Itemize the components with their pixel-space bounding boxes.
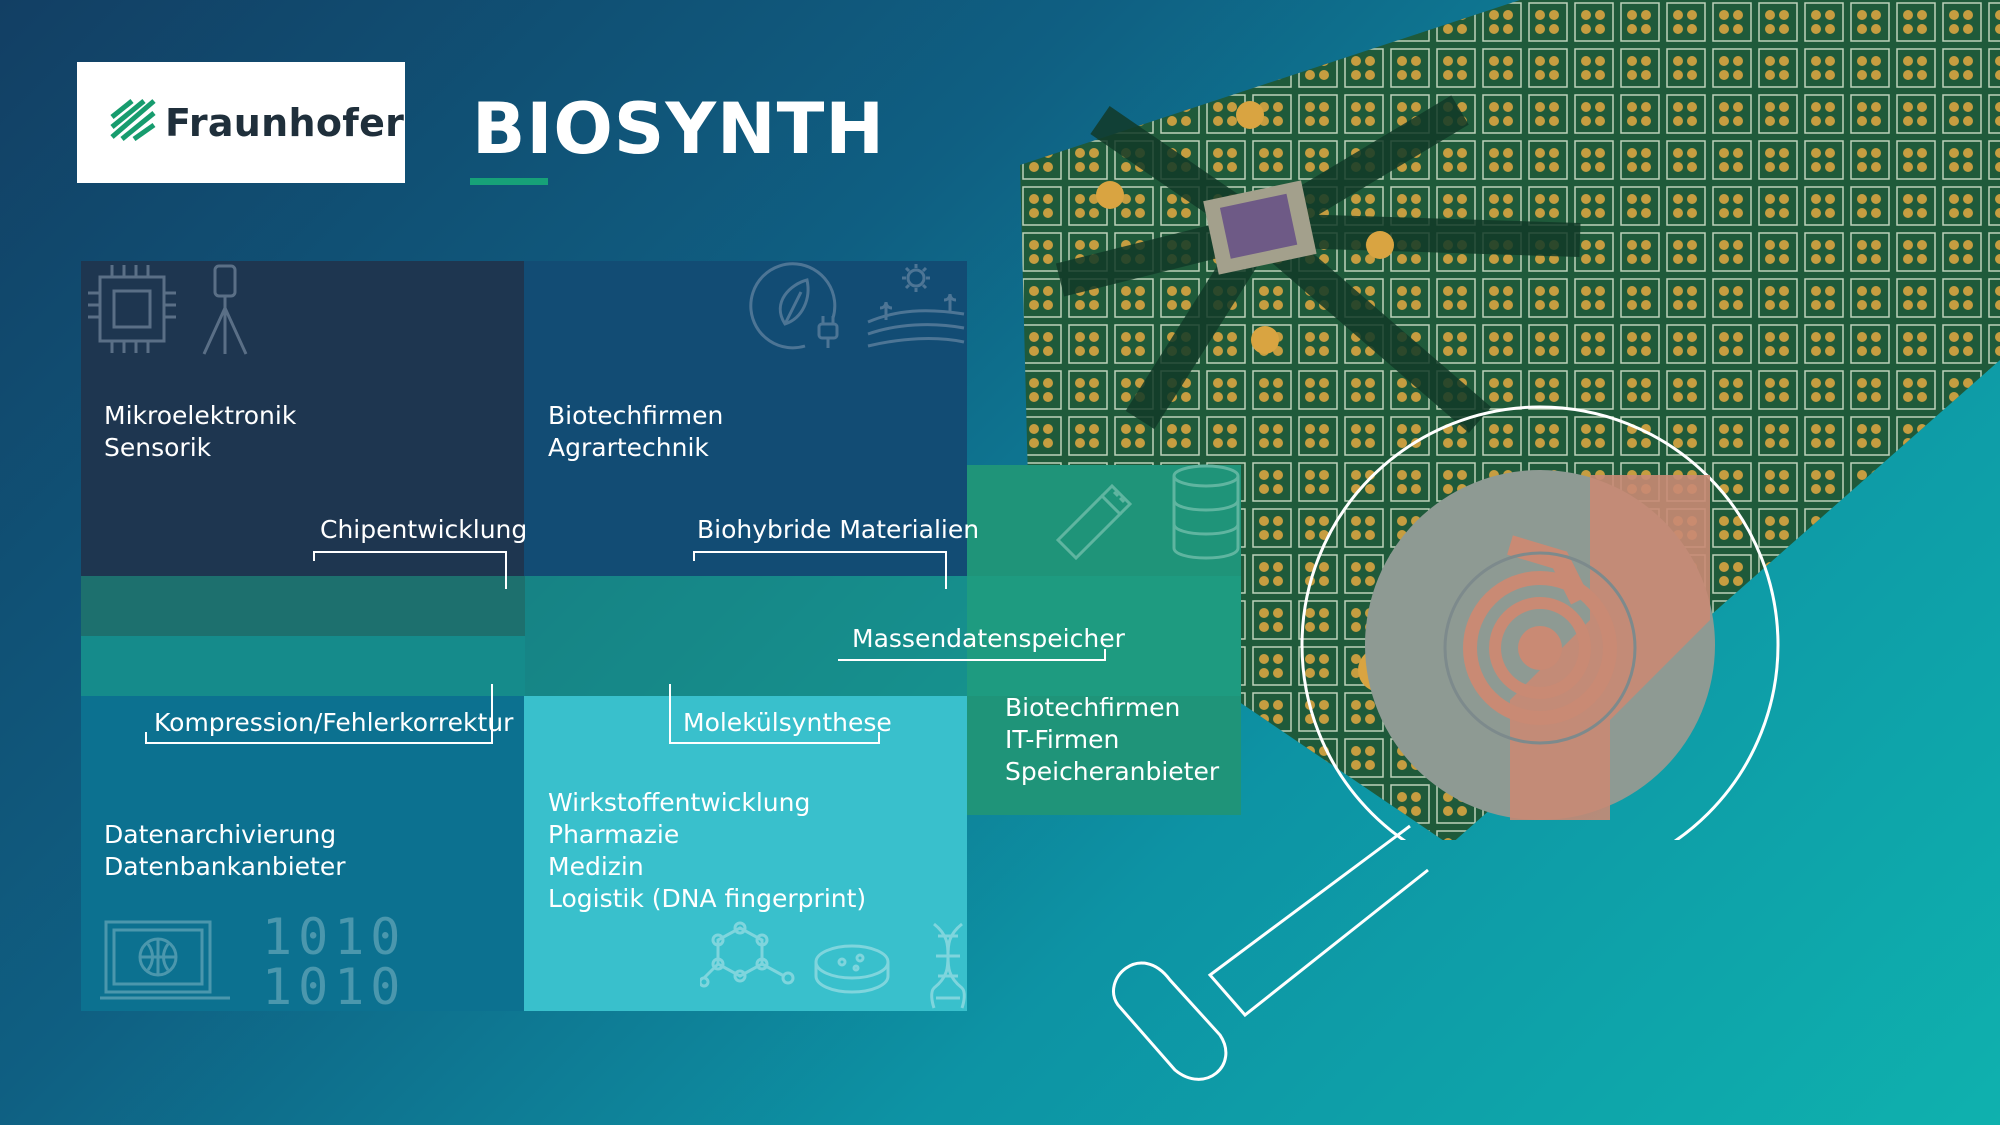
tile-line: Biotechfirmen [1005, 693, 1181, 722]
overlap-band [81, 576, 1241, 696]
tile-text-wirkstoffe: Wirkstoffentwicklung Pharmazie Medizin L… [548, 787, 866, 915]
binary-code-icon: 1010 1010 [262, 912, 406, 1012]
connector-line [669, 742, 880, 744]
connector-line [145, 732, 147, 744]
pcb-chip-photo [1020, 0, 2000, 885]
tile-line: Agrartechnik [548, 433, 709, 462]
connector-line [838, 659, 1106, 661]
tile-datenarchivierung [81, 636, 525, 1011]
tile-line: Biotechfirmen [548, 401, 724, 430]
fraunhofer-mark-icon [110, 97, 156, 141]
tile-line: Datenbankanbieter [104, 852, 346, 881]
page-title: BIOSYNTH [472, 88, 885, 170]
database-icon [1170, 464, 1242, 560]
tile-line: Speicheranbieter [1005, 757, 1220, 786]
tile-text-speicher: Biotechfirmen IT-Firmen Speicheranbieter [1005, 692, 1219, 788]
tile-text-biotech-agrar: Biotechfirmen Agrartechnik [548, 400, 723, 464]
magnifier-icon [1110, 820, 1430, 1100]
connector-kompression-fehlerkorrektur: Kompression/Fehlerkorrektur [154, 708, 514, 737]
connector-chipentwicklung: Chipentwicklung [320, 515, 528, 544]
binary-row: 1010 [262, 908, 407, 966]
connector-line [145, 742, 493, 744]
tile-line: Datenarchivierung [104, 820, 337, 849]
molecule-icon [700, 918, 800, 998]
connector-line [693, 551, 695, 561]
tile-line: Mikroelektronik [104, 401, 297, 430]
tile-text-datenarchivierung: Datenarchivierung Datenbankanbieter [104, 819, 346, 883]
tile-line: Pharmazie [548, 820, 680, 849]
tile-line: Medizin [548, 852, 644, 881]
connector-line [1104, 649, 1106, 661]
tripod-sensor-icon [198, 262, 252, 356]
connector-line [693, 551, 947, 553]
connector-line [669, 684, 671, 744]
connector-biohybride-materialien: Biohybride Materialien [697, 515, 980, 544]
title-underline [470, 178, 548, 185]
field-sun-icon [866, 262, 966, 356]
chip-icon [84, 263, 180, 355]
connector-line [505, 551, 507, 589]
connector-line [313, 551, 507, 553]
usb-stick-icon [1050, 466, 1134, 562]
connector-line [945, 551, 947, 589]
fraunhofer-logo-text: Fraunhofer [165, 101, 405, 145]
binary-row: 1010 [262, 958, 407, 1016]
connector-line [491, 684, 493, 744]
tile-line: Sensorik [104, 433, 212, 462]
connector-line [878, 732, 880, 744]
tile-line: IT-Firmen [1005, 725, 1120, 754]
tile-line: Wirkstoffentwicklung [548, 788, 811, 817]
connector-molekuelsynthese: Molekülsynthese [683, 708, 892, 737]
dna-icon [928, 922, 968, 1010]
leaf-plug-icon [745, 262, 845, 354]
tile-mikroelektronik [81, 261, 525, 636]
laptop-globe-icon [100, 918, 240, 1010]
tile-wirkstoffe [524, 696, 967, 1011]
tile-text-mikroelektronik: Mikroelektronik Sensorik [104, 400, 296, 464]
petri-dish-icon [812, 942, 892, 998]
connector-line [313, 551, 315, 561]
tile-line: Logistik (DNA fingerprint) [548, 884, 867, 913]
connector-massendatenspeicher: Massendatenspeicher [852, 624, 1125, 653]
